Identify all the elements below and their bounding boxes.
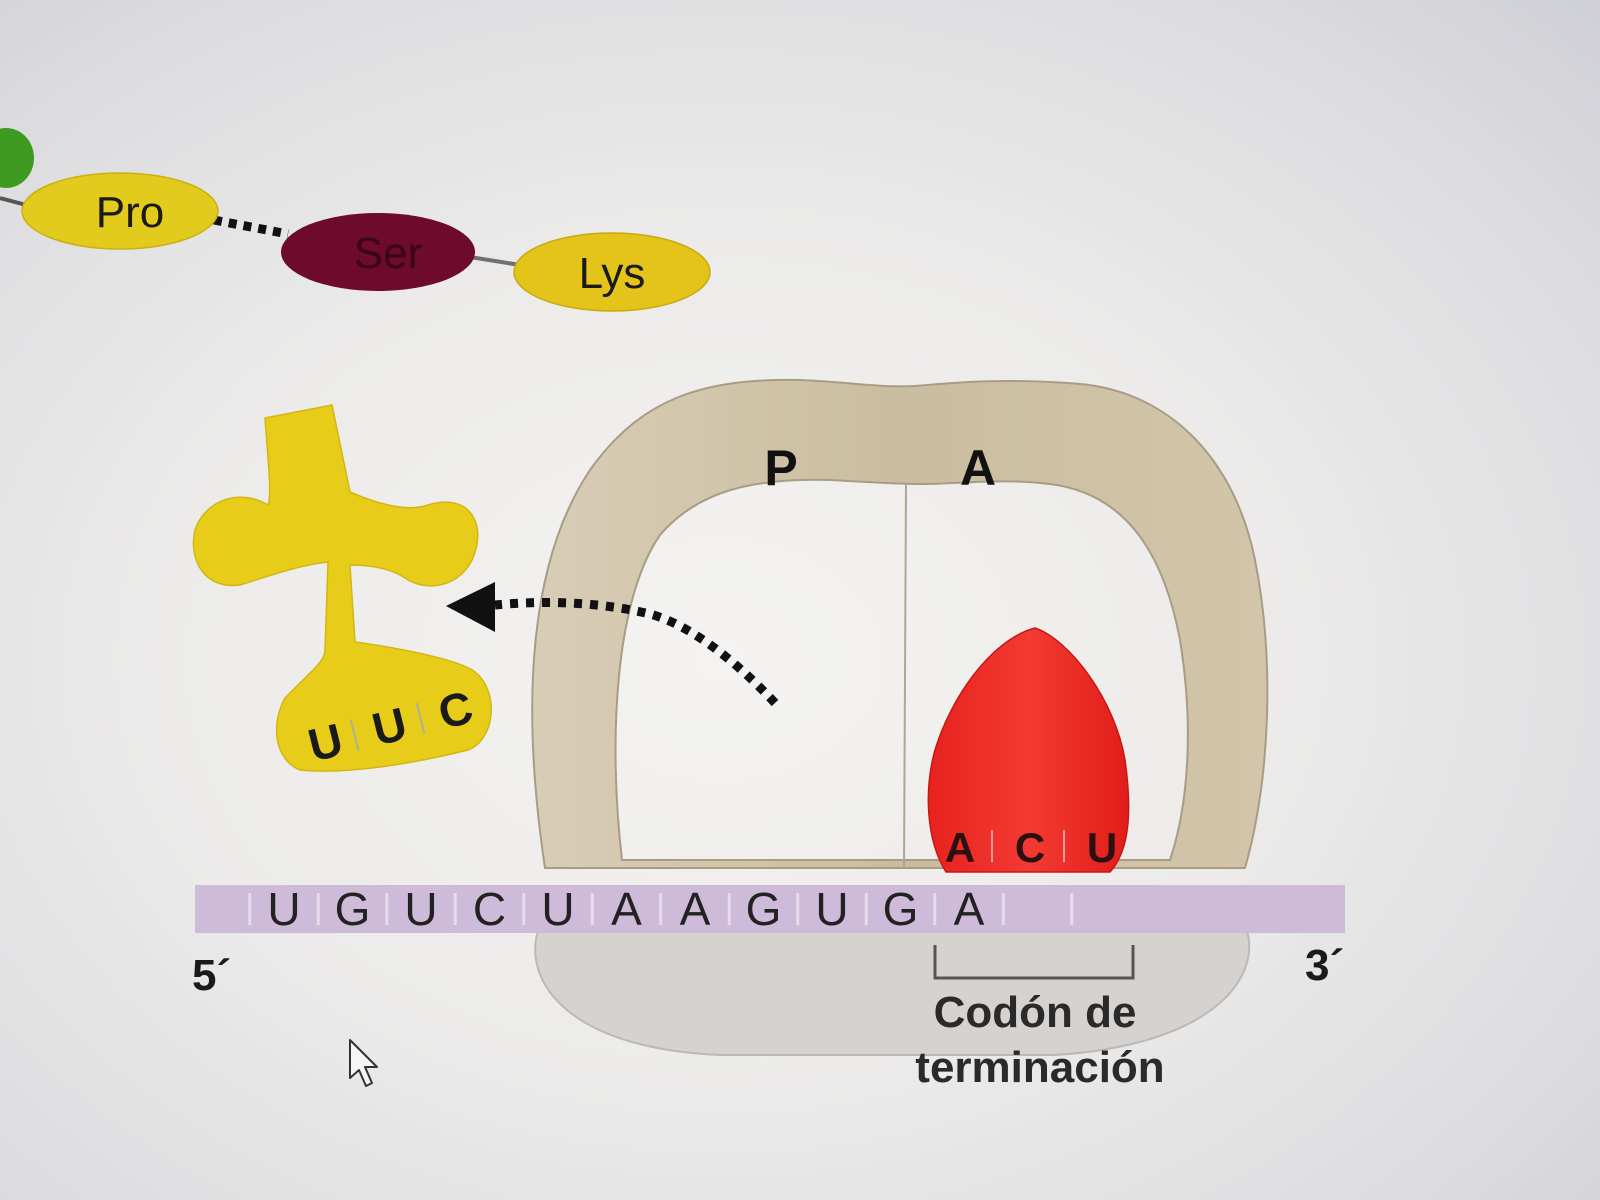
amino-acid-label: Lys <box>579 249 646 298</box>
base-separator <box>349 719 360 751</box>
release-factor-base: A <box>945 824 975 871</box>
released-trna <box>192 404 492 772</box>
mrna-base: U <box>404 883 437 935</box>
mrna-base: G <box>883 883 919 935</box>
amino-acid-label: Pro <box>96 188 164 237</box>
amino-acid-label: Ser <box>354 229 422 278</box>
p-a-site-divider <box>903 483 907 869</box>
mrna-base: U <box>815 883 848 935</box>
release-factor <box>927 627 1130 873</box>
mouse-pointer-icon <box>349 1039 378 1087</box>
mrna-base: A <box>680 883 711 935</box>
p-site-label: P <box>764 440 797 496</box>
peptide-bond <box>469 255 521 267</box>
amino-acid-ser <box>281 213 475 291</box>
stop-codon-bracket <box>933 945 1135 980</box>
exit-arrow-path <box>494 597 779 707</box>
ribosome-large-subunit <box>531 378 1269 869</box>
mrna-base: U <box>267 883 300 935</box>
release-factor-base: U <box>1087 824 1117 871</box>
peptide-bond-dotted <box>213 215 289 239</box>
amino-acid-lys <box>513 232 711 312</box>
leading-amino-acid <box>0 128 34 188</box>
ribosome-small-subunit <box>534 924 1251 1056</box>
three-prime-label: 3´ <box>1305 941 1344 990</box>
stop-codon-caption-line1: Codón de <box>934 988 1137 1037</box>
stop-codon-caption-line2: terminación <box>915 1043 1164 1092</box>
mrna-base: C <box>473 883 506 935</box>
mrna-base: G <box>746 883 782 935</box>
peptide-chain: Pro Ser Lys <box>0 128 711 312</box>
base-separator <box>415 702 426 735</box>
release-factor-base: C <box>1015 824 1045 871</box>
exit-arrowhead <box>446 582 495 632</box>
mrna-base: A <box>954 883 985 935</box>
release-factor-anticodon: A C U <box>945 824 1117 871</box>
five-prime-label: 5´ <box>192 951 231 1000</box>
mrna-base: G <box>335 883 371 935</box>
mrna-base: U <box>541 883 574 935</box>
amino-acid-pro <box>21 172 219 250</box>
a-site-label: A <box>960 440 996 496</box>
mrna-base: A <box>611 883 642 935</box>
